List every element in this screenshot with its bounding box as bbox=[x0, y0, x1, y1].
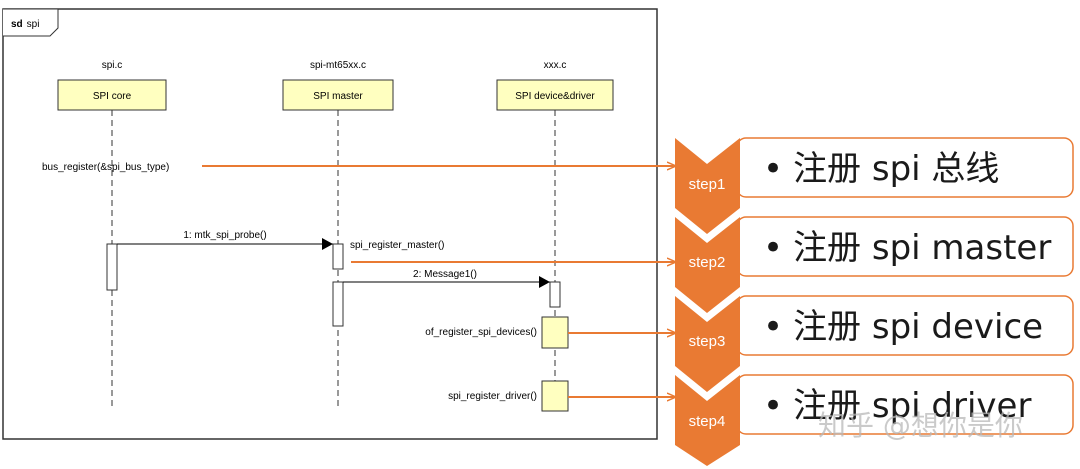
activation-spi-device-3 bbox=[541, 380, 569, 412]
step1-text: •注册 spi 总线 bbox=[763, 149, 999, 189]
step4-bullet: • bbox=[763, 386, 783, 426]
step2-description: 注册 spi master bbox=[793, 228, 1051, 268]
step4-description: 注册 spi driver bbox=[793, 386, 1031, 426]
step1-chevron bbox=[675, 138, 740, 234]
step1-label: step1 bbox=[689, 176, 726, 193]
activation-spi-master-2 bbox=[332, 281, 344, 327]
activation-spi-core bbox=[106, 243, 118, 291]
step3-label: step3 bbox=[689, 333, 726, 350]
step2-chevron bbox=[675, 217, 740, 313]
frame-name: spi bbox=[27, 19, 40, 30]
lifeline-head-spi-master bbox=[282, 79, 394, 111]
step1-bullet: • bbox=[763, 149, 783, 189]
step4-text: •注册 spi driver bbox=[763, 386, 1031, 426]
lifeline-file-spi-core: spi.c bbox=[102, 60, 123, 71]
lifeline-label-spi-device-driver: SPI device&driver bbox=[515, 91, 595, 102]
lifeline-file-spi-device-driver: xxx.c bbox=[544, 60, 567, 71]
lifeline-label-spi-core: SPI core bbox=[93, 91, 132, 102]
step1-description: 注册 spi 总线 bbox=[793, 149, 999, 189]
message-bus-register: bus_register(&spi_bus_type) bbox=[42, 162, 169, 173]
step2-text: •注册 spi master bbox=[763, 228, 1051, 268]
lifeline-head-spi-device-driver bbox=[496, 79, 614, 111]
step2-bullet: • bbox=[763, 228, 783, 268]
lifeline-head-spi-core bbox=[57, 79, 167, 111]
message-spi-register-driver: spi_register_driver() bbox=[448, 391, 537, 402]
activation-spi-device-1 bbox=[549, 281, 561, 308]
activation-spi-device-2 bbox=[541, 316, 569, 349]
frame-tab bbox=[3, 8, 59, 37]
watermark: 知乎 @想你是你 bbox=[818, 409, 1023, 442]
lifeline-file-spi-master: spi-mt65xx.c bbox=[310, 60, 366, 71]
activation-spi-master-1 bbox=[332, 243, 344, 270]
step4-label: step4 bbox=[689, 413, 726, 430]
frame-keyword: sd bbox=[11, 19, 23, 30]
message-of-register-spi-devices: of_register_spi_devices() bbox=[425, 327, 537, 338]
step3-bullet: • bbox=[763, 307, 783, 347]
message-mtk-spi-probe: 1: mtk_spi_probe() bbox=[183, 230, 266, 241]
step3-chevron bbox=[675, 296, 740, 392]
step3-description: 注册 spi device bbox=[793, 307, 1043, 347]
message-spi-register-master: spi_register_master() bbox=[350, 240, 444, 251]
step3-text: •注册 spi device bbox=[763, 307, 1043, 347]
step4-chevron bbox=[675, 375, 740, 466]
message-message1: 2: Message1() bbox=[413, 269, 477, 280]
sequence-frame bbox=[2, 8, 658, 440]
lifeline-label-spi-master: SPI master bbox=[313, 91, 363, 102]
step2-label: step2 bbox=[689, 254, 726, 271]
